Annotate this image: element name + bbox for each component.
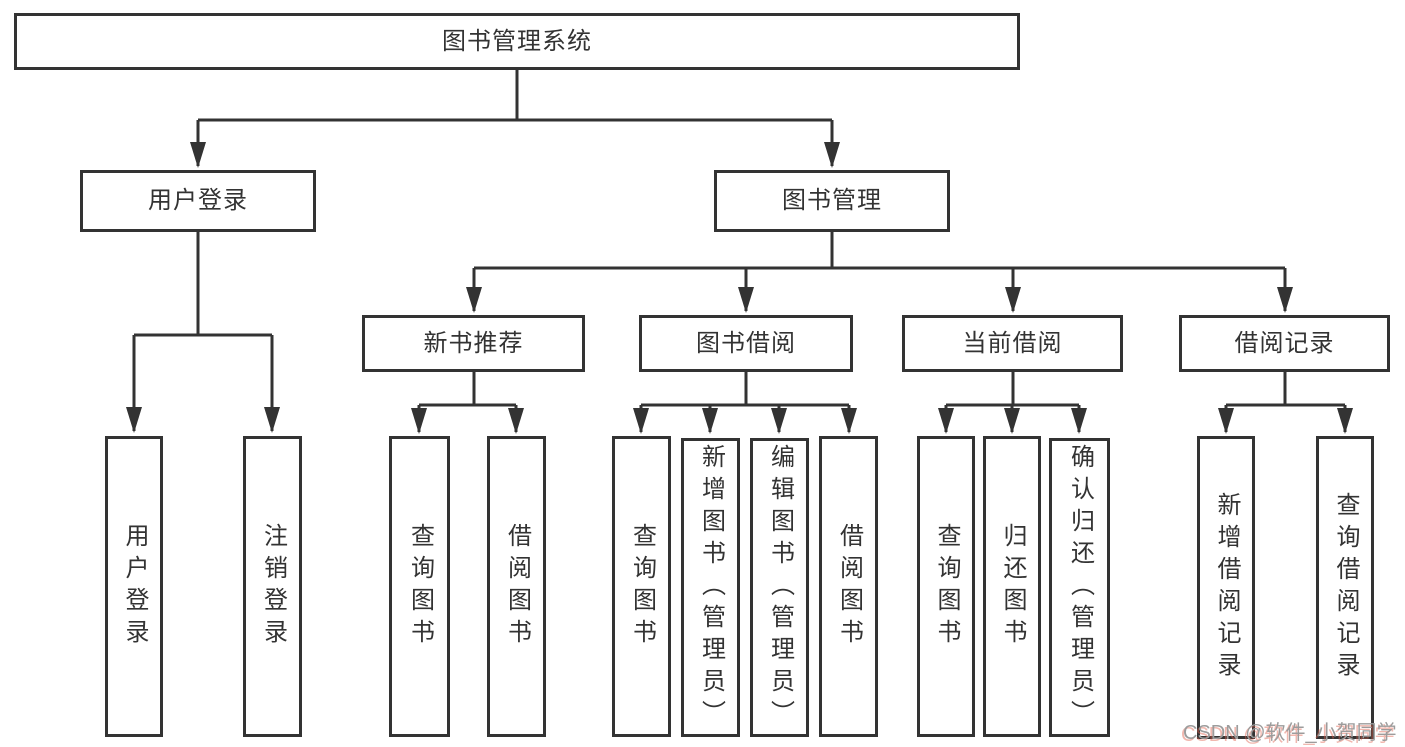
node-borrow-records: 借阅记录	[1179, 315, 1390, 372]
leaf-borrow-books: 借阅图书	[819, 436, 878, 737]
leaf-query-books-current: 查询图书	[917, 436, 975, 737]
leaf-borrow-books-recommend: 借阅图书	[487, 436, 546, 737]
leaf-logout: 注销登录	[243, 436, 302, 737]
leaf-user-login: 用户登录	[105, 436, 163, 737]
leaf-return-book: 归还图书	[983, 436, 1041, 737]
node-user-login-module: 用户登录	[80, 170, 316, 232]
node-book-borrow: 图书借阅	[639, 315, 853, 372]
node-current-borrow: 当前借阅	[902, 315, 1123, 372]
csdn-watermark: CSDN @软件_小贺同学	[1183, 722, 1397, 744]
node-root-system: 图书管理系统	[14, 13, 1020, 70]
node-book-management-module: 图书管理	[714, 170, 950, 232]
leaf-edit-book-admin: 编辑图书（管理员）	[750, 438, 809, 737]
leaf-add-borrow-record: 新增借阅记录	[1197, 436, 1255, 739]
leaf-query-borrow-record: 查询借阅记录	[1316, 436, 1374, 739]
leaf-add-book-admin: 新增图书（管理员）	[681, 438, 740, 737]
node-new-book-recommend: 新书推荐	[362, 315, 585, 372]
leaf-query-books-borrow: 查询图书	[612, 436, 671, 737]
leaf-query-books-recommend: 查询图书	[389, 436, 450, 737]
leaf-confirm-return-admin: 确认归还（管理员）	[1049, 438, 1110, 737]
